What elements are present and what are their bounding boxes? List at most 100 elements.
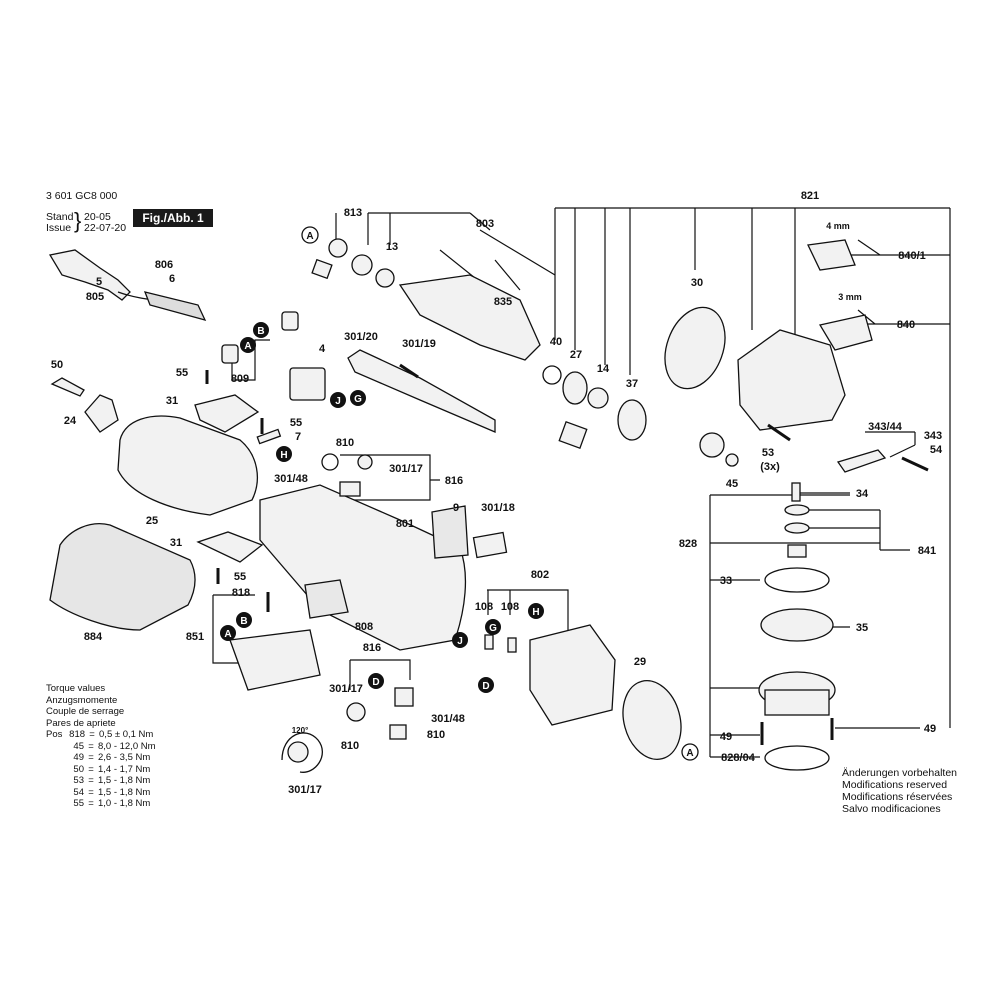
torque-row: Pos 818=0,5 ± 0,1 Nm xyxy=(46,729,154,740)
issue-label: Issue xyxy=(46,222,72,234)
label-828: 828 xyxy=(679,538,697,550)
label-4mm: 4 mm xyxy=(826,221,850,231)
label-55b: 55 xyxy=(290,417,302,429)
label-30117b: 301/17 xyxy=(329,683,363,695)
nut-841 xyxy=(787,544,807,558)
label-809: 809 xyxy=(231,373,249,385)
lever-343 xyxy=(836,449,887,473)
label-818: 818 xyxy=(232,587,250,599)
mod-en: Modifications reserved xyxy=(842,779,948,791)
label-45: 45 xyxy=(726,478,738,490)
label-33: 33 xyxy=(720,575,732,587)
torque-pos: 53 xyxy=(73,775,84,786)
screw-54 xyxy=(901,456,929,472)
power-plug xyxy=(48,249,131,301)
label-35: 35 xyxy=(856,622,868,634)
washer-841b xyxy=(784,522,810,534)
figure-tag: Fig./Abb. 1 xyxy=(133,209,213,227)
screw-53 xyxy=(767,423,791,442)
pinion-45 xyxy=(699,432,725,458)
mod-es: Salvo modificaciones xyxy=(842,803,941,815)
gear-head-821 xyxy=(737,329,846,431)
label-30118: 301/18 xyxy=(481,502,515,514)
label-108a: 108 xyxy=(475,601,493,613)
oring-33 xyxy=(764,567,830,593)
label-3x: (3x) xyxy=(760,461,780,473)
label-840: 840 xyxy=(897,319,915,331)
lever-840 xyxy=(818,314,873,351)
label-30117a: 301/17 xyxy=(389,463,423,475)
label-821: 821 xyxy=(801,190,819,202)
svg-text:A: A xyxy=(686,748,693,759)
screw-50 xyxy=(50,377,85,397)
torque-row: 50=1,4 - 1,7 Nm xyxy=(46,764,156,776)
callout-a: A xyxy=(301,226,319,244)
label-803: 803 xyxy=(476,218,494,230)
cover-31a xyxy=(194,394,260,433)
svg-text:G: G xyxy=(354,394,362,405)
label-8401: 840/1 xyxy=(898,250,926,262)
coil-810 xyxy=(287,741,309,763)
cord-clip xyxy=(281,311,299,331)
svg-text:J: J xyxy=(335,396,341,407)
callout-a: A xyxy=(681,743,699,761)
label-810c: 810 xyxy=(341,740,359,752)
label-50: 50 xyxy=(51,359,63,371)
svg-text:A: A xyxy=(244,341,251,352)
label-801: 801 xyxy=(396,518,414,530)
grip-cover-884 xyxy=(49,523,196,631)
label-343: 343 xyxy=(924,430,942,442)
cover-31b xyxy=(196,531,264,563)
switch-851 xyxy=(229,629,321,691)
label-808 xyxy=(304,579,349,619)
label-6: 6 xyxy=(169,273,175,285)
washer-841a xyxy=(784,504,810,516)
label-30119: 301/19 xyxy=(402,338,436,350)
label-808: 808 xyxy=(355,621,373,633)
pos-label: Pos xyxy=(46,729,63,740)
label-49a: 49 xyxy=(720,731,732,743)
cord-clip xyxy=(221,344,239,364)
bearing-813a xyxy=(328,238,348,258)
svg-text:H: H xyxy=(532,607,539,618)
torque-row: 54=1,5 - 1,8 Nm xyxy=(46,787,156,799)
torque-value: 2,6 - 3,5 Nm xyxy=(98,752,151,763)
label-30117c: 301/17 xyxy=(288,784,322,796)
part-816 xyxy=(394,687,414,707)
brush-108b xyxy=(507,637,517,653)
label-30: 30 xyxy=(691,277,703,289)
svg-text:B: B xyxy=(257,326,264,337)
label-108b: 108 xyxy=(501,601,519,613)
label-806: 806 xyxy=(155,259,173,271)
label-805: 805 xyxy=(86,291,104,303)
torque-table: Torque values Anzugsmomente Couple de se… xyxy=(46,683,156,810)
spring-30117b xyxy=(346,702,366,722)
label-34: 34 xyxy=(856,488,869,500)
label-816a: 816 xyxy=(445,475,463,487)
label-27: 27 xyxy=(570,349,582,361)
bearing-813b xyxy=(351,254,373,276)
brush-108a xyxy=(484,634,494,650)
label-31a: 31 xyxy=(166,395,178,407)
svg-text:H: H xyxy=(280,450,287,461)
label-30148a: 301/48 xyxy=(274,473,308,485)
label-3mm: 3 mm xyxy=(838,292,862,302)
label-25: 25 xyxy=(146,515,158,527)
bearing-813c xyxy=(375,268,395,288)
torque-value: 0,5 ± 0,1 Nm xyxy=(99,729,154,740)
label-120: 120° xyxy=(292,726,309,735)
fan-guard-30 xyxy=(664,306,726,390)
spindle-housing xyxy=(764,689,830,716)
label-55a: 55 xyxy=(176,367,188,379)
spring-810a xyxy=(321,453,339,471)
label-82804: 828/04 xyxy=(721,752,756,764)
label-851: 851 xyxy=(186,631,204,643)
stand-label: Stand xyxy=(46,211,74,223)
armature-803 xyxy=(398,274,541,361)
spring-810 xyxy=(281,732,324,773)
rear-housing-25 xyxy=(117,415,258,516)
clip-7 xyxy=(256,428,282,445)
torque-row: 45=8,0 - 12,0 Nm xyxy=(46,741,155,753)
torque-value: 1,5 - 1,8 Nm xyxy=(98,775,151,786)
torque-title-es: Pares de apriete xyxy=(46,717,116,729)
